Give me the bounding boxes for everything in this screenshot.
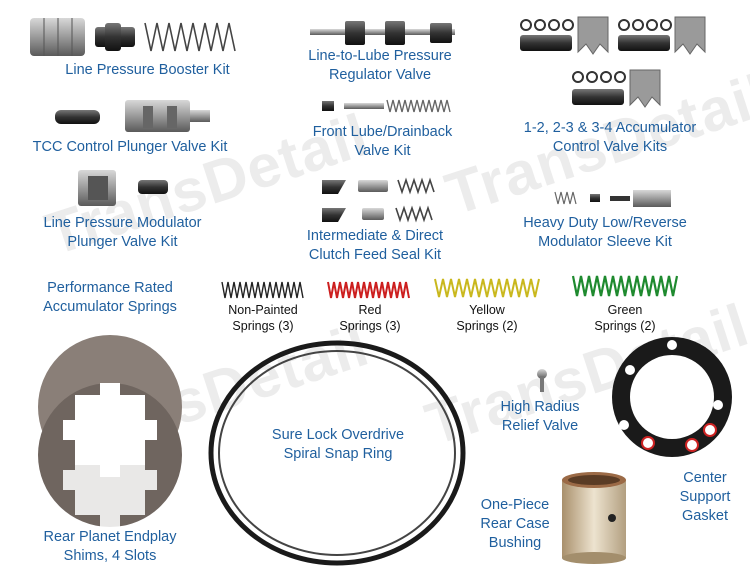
spring-non-painted	[221, 281, 304, 299]
bushing-image	[562, 472, 626, 564]
line-to-lube-image	[310, 21, 455, 45]
label-line-pressure-booster: Line Pressure Booster Kit	[65, 62, 230, 78]
accumulator-parts-image	[520, 16, 706, 108]
line-pressure-booster-image	[30, 18, 236, 56]
tcc-control-image	[55, 100, 210, 132]
spring-red	[327, 281, 410, 299]
intermediate-direct-image	[322, 177, 435, 223]
label-tcc-control: TCC Control Plunger Valve Kit	[32, 139, 228, 155]
line-pressure-modulator-image	[78, 170, 168, 206]
heavy-duty-image	[554, 190, 671, 207]
rear-planet-shims-image	[38, 335, 182, 527]
spring-green	[571, 275, 679, 297]
front-lube-image	[322, 99, 451, 113]
relief-valve-image	[537, 369, 547, 392]
snap-ring-image	[208, 340, 466, 566]
center-support-gasket-image	[612, 337, 732, 457]
spring-yellow	[434, 278, 540, 298]
